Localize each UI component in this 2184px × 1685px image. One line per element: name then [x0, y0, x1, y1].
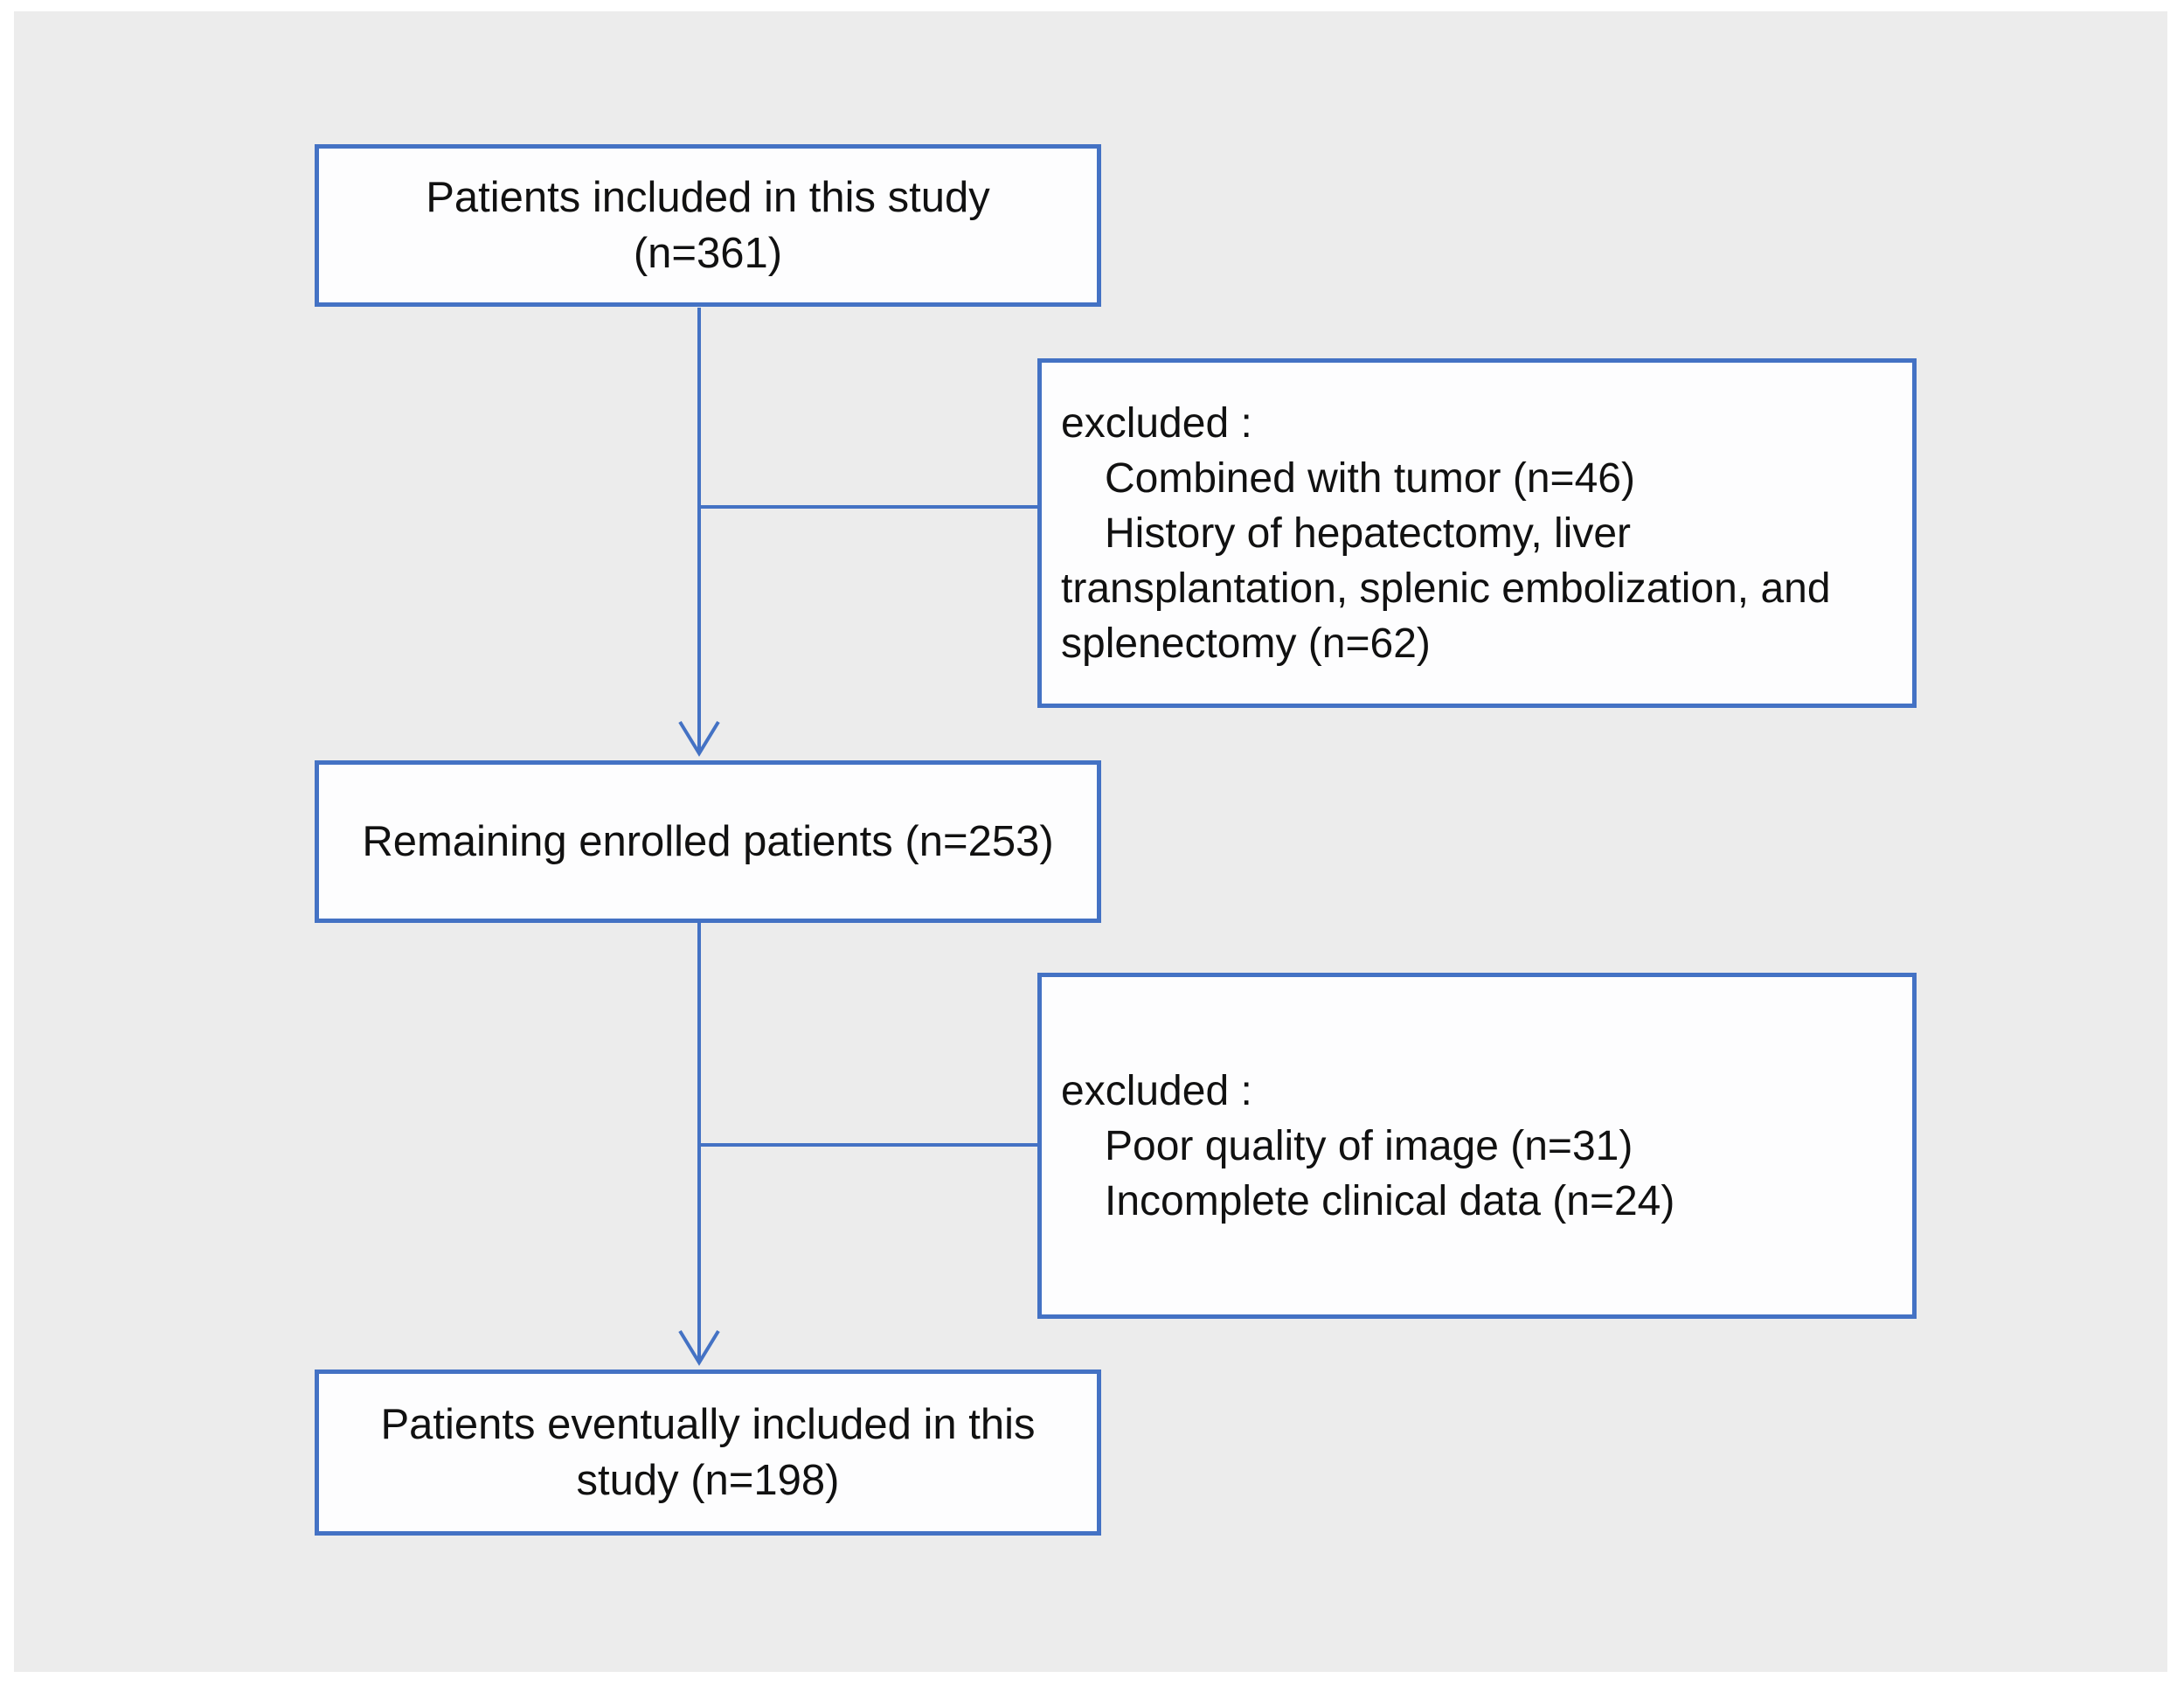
flow-box-patients-included-text: Patients included in this study (n=361) [426, 174, 990, 277]
excluded-2-item: Incomplete clinical data (n=24) [1105, 1177, 1675, 1224]
flow-box-excluded-1: excluded : Combined with tumor (n=46) Hi… [1037, 358, 1917, 708]
excluded-2-header: excluded : [1061, 1067, 1252, 1114]
flow-box-patients-final-text: Patients eventually included in this stu… [380, 1401, 1036, 1504]
flow-box-remaining-patients: Remaining enrolled patients (n=253) [315, 760, 1101, 923]
excluded-1-item: Combined with tumor (n=46) [1105, 454, 1635, 502]
excluded-1-item: History of hepatectomy, liver transplant… [1061, 510, 1831, 667]
flow-box-patients-included: Patients included in this study (n=361) [315, 144, 1101, 307]
excluded-2-item: Poor quality of image (n=31) [1105, 1122, 1633, 1169]
excluded-1-header: excluded : [1061, 399, 1252, 447]
flow-box-remaining-patients-text: Remaining enrolled patients (n=253) [362, 818, 1054, 865]
flow-box-patients-final: Patients eventually included in this stu… [315, 1369, 1101, 1536]
flow-box-excluded-2: excluded : Poor quality of image (n=31) … [1037, 973, 1917, 1319]
